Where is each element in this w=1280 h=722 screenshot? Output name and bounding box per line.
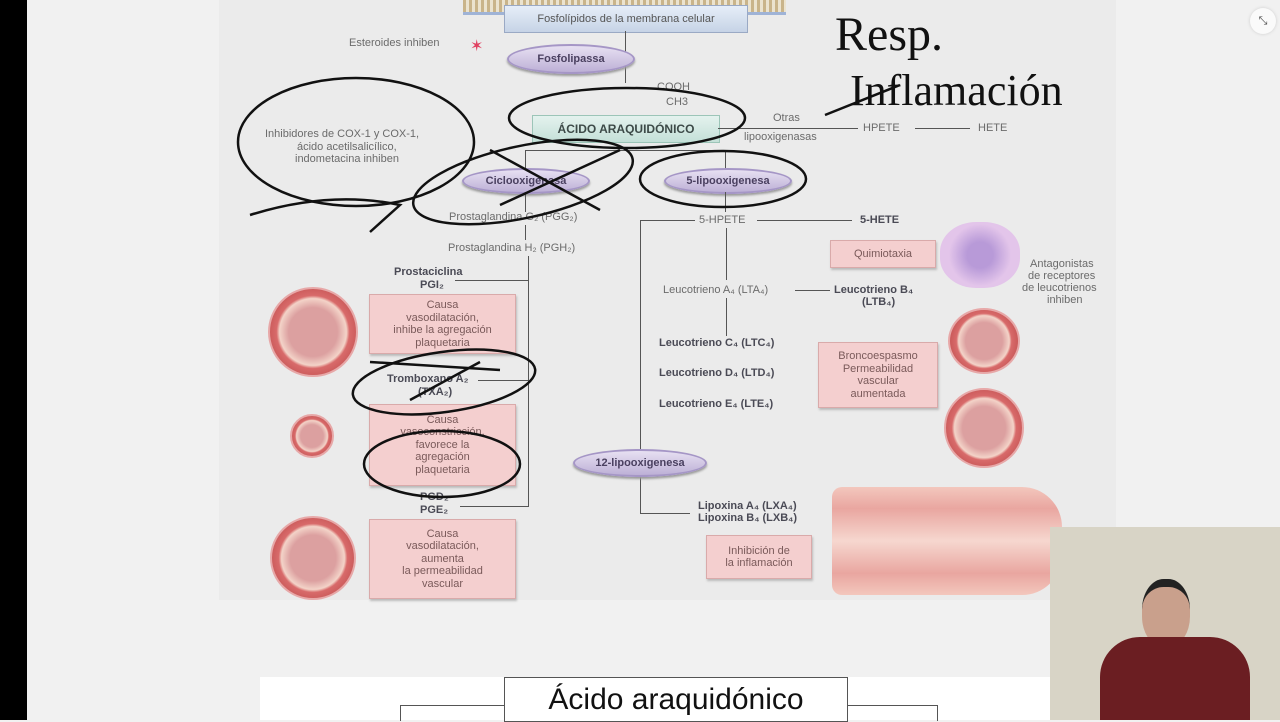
annotation-circle-thromboxane [351,348,537,416]
lxa4-label: Lipoxina A₄ (LXA₄) [698,500,797,512]
annotation-arrow-inflammation [824,83,901,117]
annotation-cross-cyclooxygenase [489,148,621,212]
other-lox-label-1: Otras [773,112,800,124]
handwriting-inflammation: Inflamación [850,66,1063,115]
hpete5-label: 5-HPETE [699,214,746,226]
annotation-cross-thromboxane [369,360,501,402]
ltb4-label-2: (LTB₄) [862,296,896,308]
constricted-vessel-graphic [290,414,334,458]
dilated-vessel-graphic [268,287,358,377]
handwriting-resp: Resp. [835,8,943,61]
lxb4-label: Lipoxina B₄ (LXB₄) [698,512,798,524]
exit-fullscreen-icon: ⤡ [1258,14,1268,27]
annotation-circle-lox5 [638,149,808,209]
next-slide-title: Ácido araquidónico [504,677,848,722]
antagonists-line-1: Antagonistas [1030,258,1094,270]
annotation-arrow [249,198,403,233]
presenter-head [1142,579,1190,647]
antagonists-line-4: inhiben [1047,294,1083,306]
presenter-body [1100,637,1250,720]
presenter-webcam [1050,527,1280,720]
exit-fullscreen-button[interactable]: ⤡ [1250,8,1276,34]
cox-inhibitors-line-3: indometacina inhiben [295,153,399,165]
left-black-bar [0,0,27,720]
hete5-label: 5-HETE [860,214,900,226]
neutrophil-graphic [940,222,1020,288]
phospholipase-pill: Fosfolipassa [507,44,635,74]
pge2-label: PGE₂ [420,504,449,516]
blood-vessel-graphic [832,487,1062,595]
prostacyclin-label-1: Prostaciclina [394,266,463,278]
arachidonic-box: ÁCIDO ARAQUIDÓNICO [532,115,720,143]
annotation-circle-cox-inhibitors [236,76,476,208]
permeable-vessel-graphic [270,516,356,600]
other-lox-label-2: lipooxigenasas [744,131,817,143]
hpete-label: HPETE [863,122,900,134]
antagonists-line-3: de leucotrienos [1022,282,1097,294]
prostacyclin-label-2: PGI₂ [420,279,444,291]
pgh2-label: Prostaglandina H₂ (PGH₂) [448,242,576,254]
ltc4-label: Leucotrieno C₄ (LTC₄) [659,337,775,349]
thromboxane-label-1: Tromboxano A₂ [387,373,469,385]
annotation-circle-thromboxane-effect [362,429,522,499]
leaky-vessel-graphic [944,388,1024,468]
cox-inhibitors-line-2: ácido acetilsalicílico, [297,141,397,153]
annotation-circle-arachidonic [507,86,747,150]
lox5-pill: 5-lipooxigenesa [664,168,792,194]
ltd4-label: Leucotrieno D₄ (LTD₄) [659,367,775,379]
ch3-label: CH3 [666,96,689,108]
antagonists-line-2: de receptores [1028,270,1096,282]
annotation-circle-cyclooxygenase [411,138,635,226]
cox-inhibitors-line-1: Inhibidores de COX-1 y COX-1, [265,128,420,140]
inhibit-x-icon: ✶ [470,38,484,55]
chemotaxis-box: Quimiotaxia [830,240,936,268]
lox12-pill: 12-lipooxigenesa [573,449,707,477]
steroids-label: Esteroides inhiben [349,37,440,49]
lta4-label: Leucotrieno A₄ (LTA₄) [663,284,769,296]
phospholipids-box: Fosfolípidos de la membrana celular [504,5,748,33]
lte4-label: Leucotrieno E₄ (LTE₄) [659,398,774,410]
thromboxane-label-2: (TXA₂) [418,386,453,398]
bronchus-graphic [948,308,1020,374]
hete-label: HETE [978,122,1008,134]
ltb4-label-1: Leucotrieno B₄ [834,284,914,296]
